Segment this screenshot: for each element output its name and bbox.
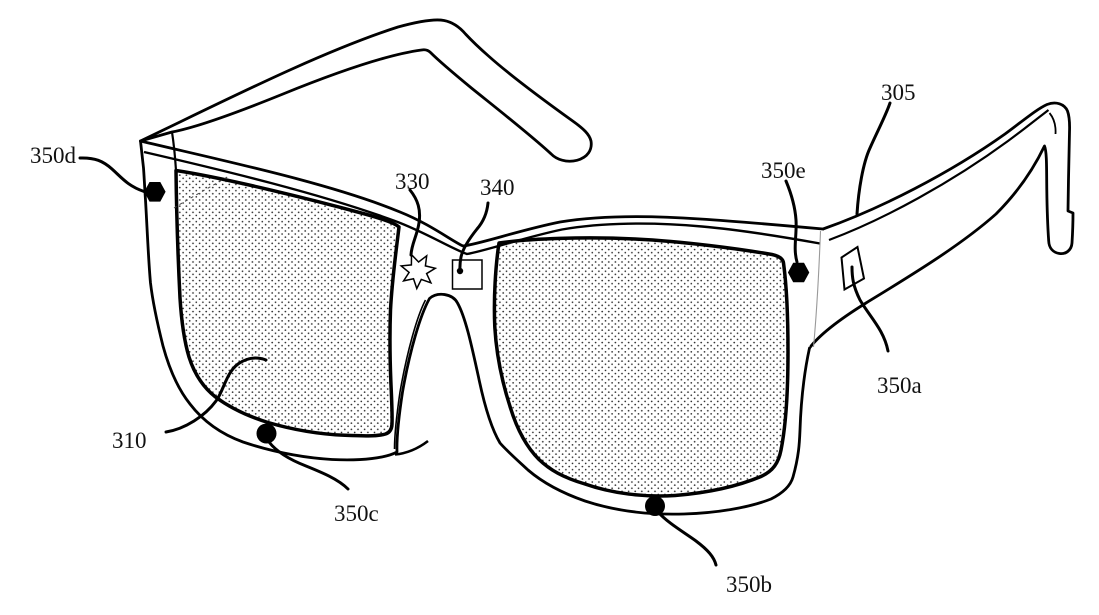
- label-310: 310: [112, 428, 147, 453]
- left-temple: [139, 18, 593, 163]
- leader-340-end-dot: [456, 267, 464, 275]
- leader-350b: [656, 510, 718, 567]
- label-305: 305: [881, 80, 916, 105]
- brow-inner-line: [143, 150, 821, 256]
- left-frame-bottom-tail: [394, 439, 429, 456]
- frame-brow-top-edge: [139, 139, 825, 248]
- leader-350d: [78, 156, 146, 193]
- left-corner-edge: [170, 131, 178, 171]
- nose-left-inner-line: [393, 299, 427, 450]
- hinge-line: [812, 230, 822, 348]
- leader-305: [855, 101, 892, 216]
- leader-350a: [850, 265, 890, 353]
- label-340: 340: [480, 175, 515, 200]
- label-350a: 350a: [877, 373, 922, 398]
- right-temple: [809, 103, 1073, 349]
- leader-310: [164, 356, 268, 434]
- right-temple-outline: [808, 101, 1075, 350]
- hexagon-marker-350d: [144, 182, 166, 202]
- frame-outline: [139, 139, 811, 516]
- star-marker-330: [399, 252, 438, 291]
- hexagon-marker-350e: [787, 262, 810, 283]
- leader-340: [458, 201, 490, 272]
- leader-350c: [267, 440, 350, 491]
- dot-marker-350b: [645, 496, 665, 516]
- label-330: 330: [395, 169, 430, 194]
- leader-330: [408, 188, 422, 257]
- label-350b: 350b: [726, 572, 772, 597]
- dot-marker-350c: [256, 423, 277, 444]
- label-350c: 350c: [334, 501, 379, 526]
- label-350d: 350d: [30, 143, 77, 168]
- leader-350e: [784, 179, 799, 264]
- right-temple-top-inner-line: [828, 109, 1050, 242]
- right-temple-tip-curl: [1048, 112, 1057, 135]
- square-marker-340: [451, 259, 483, 290]
- right-lens: [492, 236, 790, 498]
- label-350e: 350e: [761, 158, 806, 183]
